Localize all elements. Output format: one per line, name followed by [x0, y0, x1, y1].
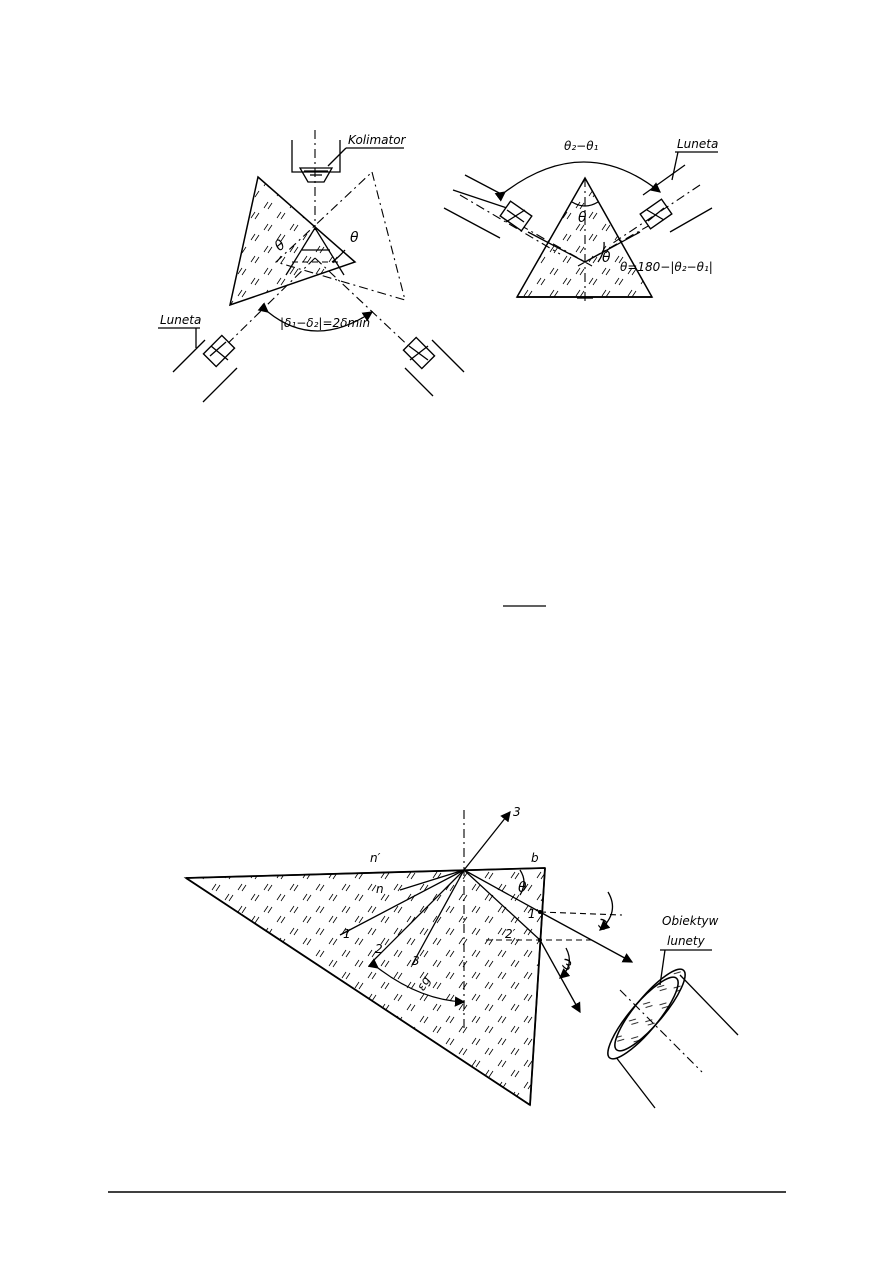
- objective-label-1: Obiektyw: [662, 914, 719, 928]
- eps-label: εg: [414, 973, 433, 993]
- omega-1: ω: [593, 916, 612, 933]
- deviation-label: |δ₁−δ₂|=2δmin: [280, 316, 370, 330]
- telescope-label-b: Luneta: [677, 137, 718, 151]
- ray-1: 1: [343, 927, 351, 941]
- telescope-b-right: [609, 164, 713, 246]
- label-b: b: [531, 851, 539, 865]
- label-2-prime: 2′: [505, 927, 516, 941]
- theta-c: θ: [518, 880, 527, 896]
- label-n-prime: n′: [370, 851, 381, 865]
- figure-b-prism-apex-angle: θ θ θ₂−θ₁ Luneta: [443, 137, 718, 305]
- theta-inner: θ: [602, 250, 611, 266]
- figure-a-prism-minimum-deviation: Kolimator θ θ |δ₁−δ₂|=2δmin Luneta: [158, 130, 465, 403]
- collimator-label: Kolimator: [348, 133, 407, 147]
- collimator: [291, 130, 341, 230]
- formula-b: θ=180−|θ₂−θ₁|: [620, 260, 713, 274]
- theta-apex: θ: [578, 210, 587, 226]
- objective-label-2: lunety: [667, 934, 706, 948]
- prism-c: [183, 867, 546, 1107]
- theta-right: θ: [350, 230, 359, 246]
- angle-top-label: θ₂−θ₁: [564, 139, 599, 153]
- ray-2: 2: [375, 942, 383, 956]
- telescope-b-left: [443, 174, 561, 255]
- telescope-label-left: Luneta: [160, 313, 201, 327]
- label-n: n: [376, 882, 384, 896]
- prism-solid: [228, 175, 357, 307]
- figure-c-total-reflection: 3 n′ n b 1 2 3 εg θ 1′ 2′ ω ω: [183, 805, 739, 1109]
- ray-3-inside: 3: [412, 954, 420, 968]
- omega-2: ω: [557, 956, 576, 973]
- ray-3-top: 3: [513, 805, 521, 819]
- label-1-prime: 1′: [528, 907, 539, 921]
- telescope-objective: [607, 968, 739, 1109]
- telescope-left: [172, 334, 238, 403]
- telescope-right: [402, 336, 465, 397]
